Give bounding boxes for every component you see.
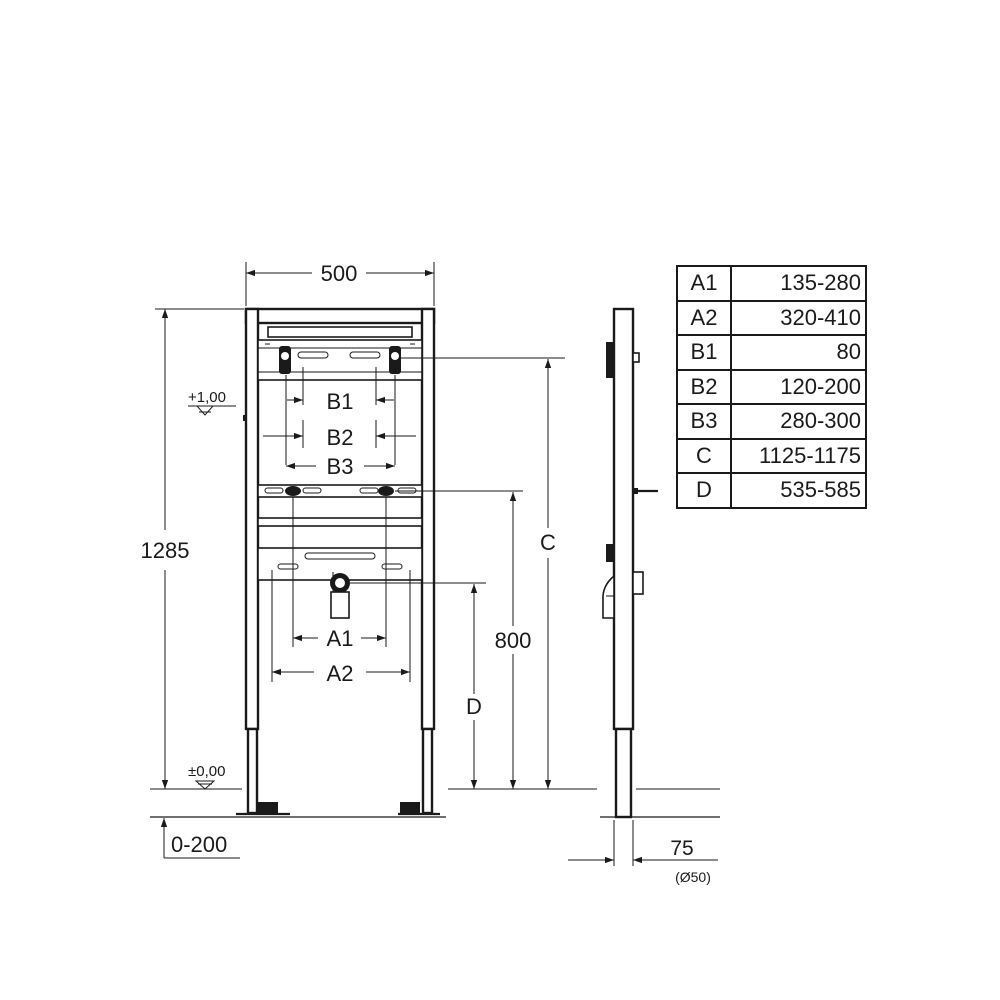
dimension-c: C — [400, 357, 565, 789]
row-value: 320-410 — [730, 299, 867, 336]
b2-label: B2 — [327, 425, 354, 450]
dimension-d: D — [350, 582, 486, 789]
dimension-b1: B1 — [285, 367, 396, 465]
table-row: B3 280-300 — [676, 403, 867, 440]
height-dimension: 1285 — [141, 308, 244, 789]
height-800-label: 800 — [495, 628, 532, 653]
table-row: A1 135-280 — [676, 265, 867, 302]
b3-label: B3 — [327, 454, 354, 479]
row-key: B3 — [676, 403, 732, 440]
a2-label: A2 — [327, 661, 354, 686]
row-value: 135-280 — [730, 265, 867, 302]
level-marker-top: +1,00 — [188, 389, 236, 416]
middle-bracket — [257, 484, 423, 527]
table-row: B1 80 — [676, 334, 867, 371]
supply-elbow-left — [279, 346, 291, 374]
row-value: 1125-1175 — [730, 437, 867, 474]
row-key: C — [676, 437, 732, 474]
diameter-label: (Ø50) — [675, 869, 711, 885]
d-label: D — [466, 694, 482, 719]
table-row: D 535-585 — [676, 472, 867, 509]
row-key: A2 — [676, 299, 732, 336]
waste-pipe — [330, 572, 350, 619]
depth-label: 75 — [670, 837, 693, 860]
depth-dimension: 75 (Ø50) — [568, 820, 718, 885]
front-view: 500 1285 +1,00 ±0,00 — [141, 261, 597, 859]
supply-elbow-right — [389, 346, 401, 374]
table-row: C 1125-1175 — [676, 437, 867, 474]
table-row: A2 320-410 — [676, 299, 867, 336]
row-value: 120-200 — [730, 368, 867, 405]
level-floor-label: ±0,00 — [188, 763, 225, 780]
b1-label: B1 — [327, 389, 354, 414]
floor-adjust-label: 0-200 — [171, 832, 227, 857]
dimension-b3: B3 — [286, 454, 395, 479]
row-value: 80 — [730, 334, 867, 371]
height-label: 1285 — [141, 538, 190, 563]
floor-adjust-dimension: 0-200 — [160, 818, 240, 859]
level-marker-floor: ±0,00 — [150, 763, 446, 818]
upper-mounting-bracket — [257, 326, 423, 381]
a1-label: A1 — [327, 626, 354, 651]
dimension-a1: A1 — [292, 497, 387, 651]
row-key: B2 — [676, 368, 732, 405]
table-row: B2 120-200 — [676, 368, 867, 405]
width-label: 500 — [321, 261, 358, 286]
row-value: 535-585 — [730, 472, 867, 509]
width-dimension: 500 — [245, 261, 435, 306]
row-value: 280-300 — [730, 403, 867, 440]
side-view: 75 (Ø50) — [568, 307, 720, 885]
dimension-a2: A2 — [271, 570, 411, 686]
waste-bracket — [257, 547, 423, 619]
row-key: A1 — [676, 265, 732, 302]
row-key: B1 — [676, 334, 732, 371]
dimension-b2: B2 — [263, 420, 416, 450]
row-key: D — [676, 472, 732, 509]
dimension-table: A1 135-280 A2 320-410 B1 80 B2 120-200 B… — [676, 265, 867, 509]
level-top-label: +1,00 — [188, 389, 226, 406]
dimension-800: 800 — [395, 490, 532, 789]
c-label: C — [540, 530, 556, 555]
